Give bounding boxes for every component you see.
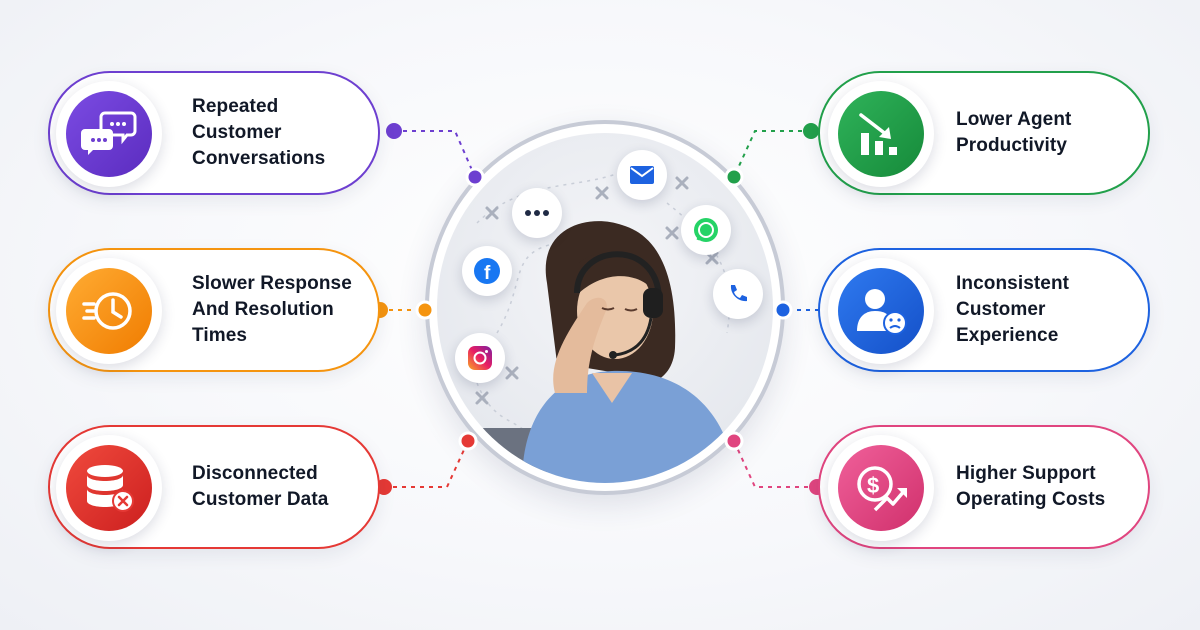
phone-icon: [713, 269, 763, 319]
chat-bubbles-icon: [81, 111, 137, 155]
badge: [56, 435, 162, 541]
clock-speed-icon: [82, 292, 132, 330]
badge: $: [828, 435, 934, 541]
declining-chart-icon: [859, 113, 897, 155]
whatsapp-icon: [681, 205, 731, 255]
instagram-icon: [455, 333, 505, 383]
svg-text:f: f: [484, 263, 491, 284]
agent-photo: f: [437, 133, 773, 483]
badge: [56, 81, 162, 187]
rising-cost-icon: $: [857, 466, 907, 512]
badge: [56, 258, 162, 364]
facebook-icon: f: [462, 246, 512, 296]
email-icon: [617, 150, 667, 200]
database-error-icon: [87, 465, 134, 512]
chat-icon: [512, 188, 562, 238]
unhappy-user-icon: [857, 289, 907, 335]
svg-text:$: $: [867, 473, 879, 498]
badge: [828, 81, 934, 187]
badge: [828, 258, 934, 364]
